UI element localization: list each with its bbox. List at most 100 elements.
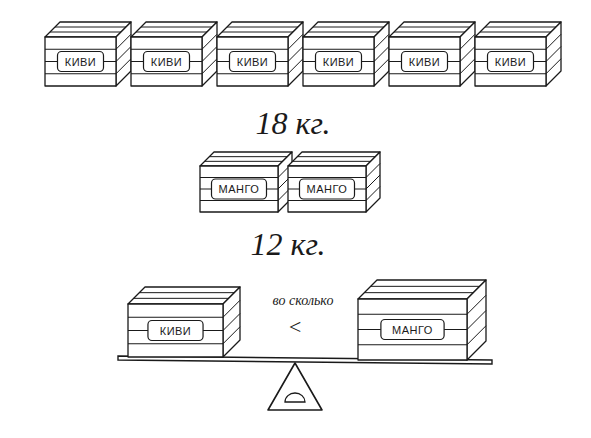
label-plate [316, 52, 362, 72]
crate-plank [374, 59, 389, 74]
crate-plank [460, 34, 475, 49]
note-text: 18 кг. [255, 107, 330, 139]
crate-plank [475, 73, 546, 74]
crate-plank [475, 49, 546, 50]
crate-label: МАНГО [219, 184, 260, 195]
crate-plank [223, 300, 240, 317]
note-text: во сколько [273, 294, 334, 308]
crate-plank [364, 292, 473, 293]
crate-front [131, 37, 202, 86]
crate-plank [223, 314, 240, 331]
crate-plank [200, 200, 278, 201]
fruit-crate: КИВИ [128, 287, 240, 357]
crate-plank [222, 32, 293, 33]
crate-plank [288, 47, 303, 62]
crate-plank [116, 47, 131, 62]
label-plate [300, 179, 355, 199]
crate-plank [546, 47, 561, 62]
crate-outline [389, 22, 475, 86]
crate-plank [366, 175, 380, 189]
crate-plank [141, 27, 212, 28]
fruit-crate: КИВИ [389, 22, 475, 86]
crate-plank [134, 298, 229, 299]
crate-plank [371, 286, 480, 287]
crate-plank [480, 32, 551, 33]
crate-plank [394, 32, 465, 33]
crate-plank [303, 49, 374, 50]
crate-plank [308, 32, 379, 33]
fruit-crate: МАНГО [288, 152, 380, 212]
crate-label: КИВИ [160, 325, 192, 336]
crate-label: КИВИ [65, 56, 97, 67]
crate-label: КИВИ [151, 56, 183, 67]
crate-side [223, 287, 240, 357]
crate-label: МАНГО [392, 324, 433, 335]
crate-plank [288, 59, 303, 74]
crate-plank [217, 49, 288, 50]
crate-top [200, 152, 292, 166]
note-text: 12 кг. [250, 228, 325, 260]
crate-plank [50, 32, 121, 33]
crate-plank [288, 34, 303, 49]
crate-plank [389, 49, 460, 50]
crate-plank [467, 326, 486, 345]
label-plate [58, 52, 104, 72]
crate-plank [288, 177, 366, 178]
crate-plank [45, 73, 116, 74]
crate-plank [546, 34, 561, 49]
fruit-crate: КИВИ [45, 22, 131, 86]
note-text: < [288, 316, 303, 338]
label-plate [402, 52, 448, 72]
fruit-crate: КИВИ [217, 22, 303, 86]
fruit-crate: МАНГО [358, 280, 486, 360]
crate-plank [485, 27, 556, 28]
crate-plank [227, 27, 298, 28]
crate-plank [358, 314, 467, 315]
crate-outline [45, 22, 131, 86]
crate-plank [366, 187, 380, 201]
crate-front [217, 37, 288, 86]
crate-plank [389, 73, 460, 74]
crate-label: КИВИ [495, 56, 527, 67]
crate-plank [202, 47, 217, 62]
crate-plank [131, 49, 202, 50]
crate-label: МАНГО [307, 184, 348, 195]
crate-top [358, 280, 486, 299]
crate-plank [139, 292, 234, 293]
fruit-crate: КИВИ [475, 22, 561, 86]
crate-outline [131, 22, 217, 86]
fruit-crate: КИВИ [131, 22, 217, 86]
crate-front [128, 304, 223, 357]
crate-plank [217, 73, 288, 74]
crate-plank [128, 343, 223, 344]
crate-front [358, 299, 467, 360]
crate-plank [358, 344, 467, 345]
crate-outline [200, 152, 292, 212]
crate-plank [116, 59, 131, 74]
crate-outline [128, 287, 240, 357]
crate-label: КИВИ [237, 56, 269, 67]
crate-front [200, 166, 278, 212]
label-plate [230, 52, 276, 72]
crate-plank [546, 59, 561, 74]
crate-outline [358, 280, 486, 360]
crate-outline [288, 152, 380, 212]
crate-plank [136, 32, 207, 33]
crate-plank [202, 59, 217, 74]
crate-plank [467, 295, 486, 314]
fruit-crate: КИВИ [303, 22, 389, 86]
crate-plank [200, 177, 278, 178]
crate-outline [303, 22, 389, 86]
crate-front [389, 37, 460, 86]
crate-side [467, 280, 486, 360]
crate-plank [205, 161, 283, 162]
crate-plank [399, 27, 470, 28]
crate-top [288, 152, 380, 166]
crate-label: КИВИ [323, 56, 355, 67]
crate-front [475, 37, 546, 86]
crate-outline [217, 22, 303, 86]
crate-plank [116, 34, 131, 49]
crate-front [303, 37, 374, 86]
crate-plank [128, 317, 223, 318]
